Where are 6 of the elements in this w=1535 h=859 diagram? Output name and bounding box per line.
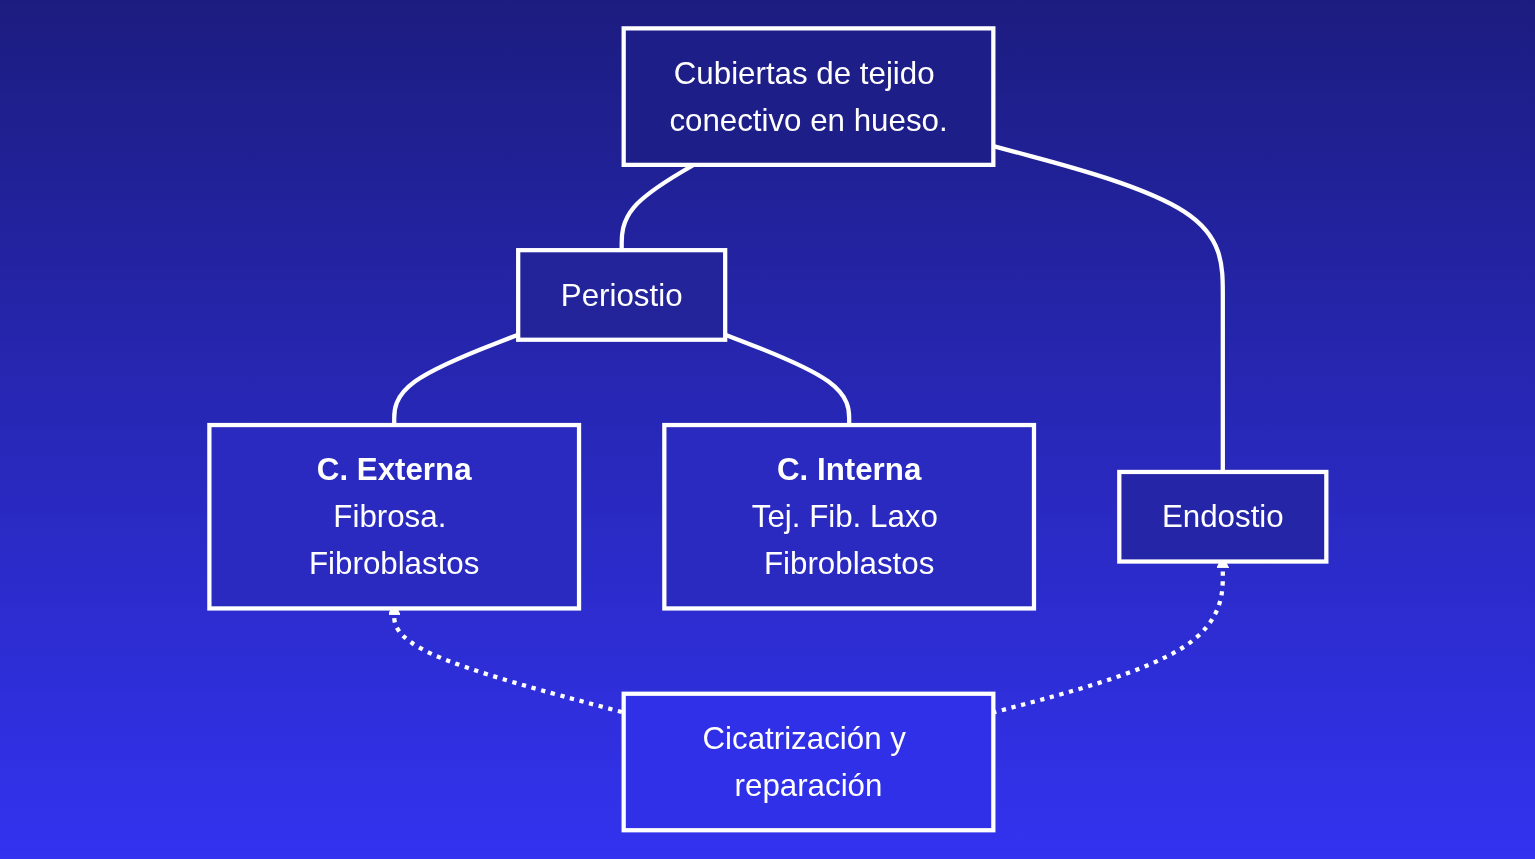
node-box: Cicatrización y reparación <box>621 691 996 833</box>
node-box: Endostio <box>1116 470 1329 564</box>
node-box: C. Interna Tej. Fib. Laxo Fibroblastos <box>661 423 1036 611</box>
node-box: Cubiertas de tejido conectivo en hueso. <box>621 26 996 168</box>
node-box: C. Externa Fibrosa. Fibroblastos <box>206 423 581 611</box>
node-box: Periostio <box>515 248 727 343</box>
